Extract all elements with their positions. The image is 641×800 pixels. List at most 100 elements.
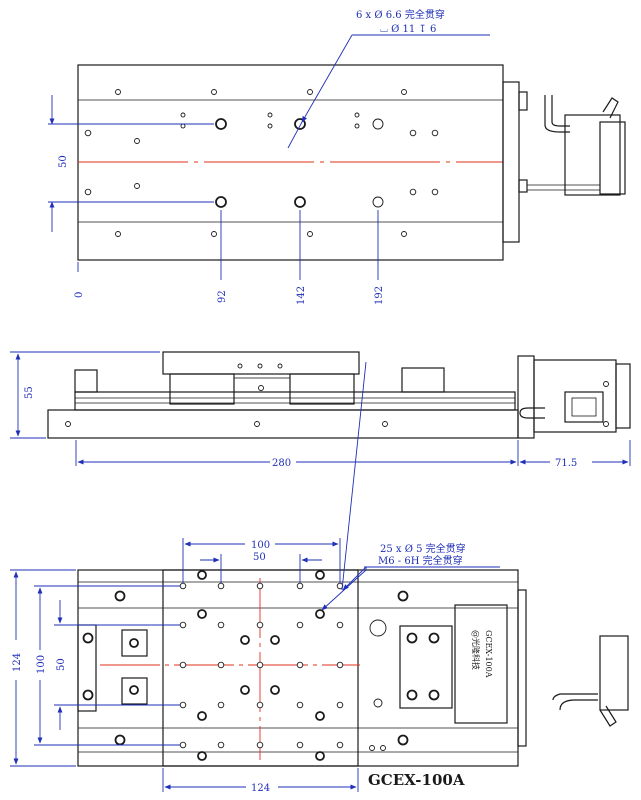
- hole-icon: [179, 701, 187, 709]
- dim-label-55: 55: [24, 386, 35, 399]
- hole-icon: [211, 89, 217, 95]
- hole-icon: [237, 363, 243, 369]
- hole-icon: [372, 196, 384, 208]
- dim-label-0: 0: [74, 292, 85, 298]
- base-hole-icon: [114, 590, 126, 602]
- hole-icon: [180, 123, 186, 129]
- side-motor-body: [533, 359, 617, 433]
- hole-icon: [307, 231, 313, 237]
- counterbore-hole-icon: [215, 118, 227, 130]
- dim-label-left-50: 50: [56, 658, 67, 671]
- bottom-motor-flange: [517, 589, 527, 747]
- hole-icon: [409, 129, 417, 137]
- base-hole-icon: [114, 734, 126, 746]
- side-motor-connector-inner: [571, 397, 597, 417]
- tapped-hole-icon: [197, 751, 207, 761]
- model-small-text: GCEX-100A: [484, 630, 493, 678]
- hole-icon: [431, 129, 439, 137]
- hole-icon: [296, 661, 304, 669]
- tapped-hole-icon: [270, 635, 280, 645]
- hole-icon: [336, 661, 344, 669]
- hole-icon: [336, 701, 344, 709]
- hole-icon: [401, 231, 407, 237]
- bottom-view: @光隆科技 GCEX-100A 25 x Ø 5 完全贯穿 M6 - 6H 完全…: [10, 361, 629, 794]
- hole-icon: [296, 621, 304, 629]
- hole-icon: [256, 621, 264, 629]
- top-motor-cap: [599, 121, 626, 195]
- hole-icon: [267, 112, 273, 118]
- hole-icon: [217, 582, 225, 590]
- base-hole-icon: [129, 685, 139, 695]
- base-hole-icon: [369, 619, 387, 637]
- bottom-note-line2: M6 - 6H 完全贯穿: [378, 554, 463, 567]
- hole-icon: [217, 741, 225, 749]
- dim-label-left-100: 100: [36, 655, 47, 674]
- hole-icon: [372, 118, 384, 130]
- top-coupler: [518, 179, 528, 193]
- side-end-block: [74, 369, 98, 393]
- bottom-label-plate: [454, 604, 508, 724]
- note-leader-ext: [287, 121, 303, 149]
- counterbore-hole-icon: [294, 118, 306, 130]
- base-hole-icon: [428, 632, 440, 644]
- dim-label-192: 192: [374, 286, 385, 305]
- hole-icon: [401, 89, 407, 95]
- tapped-hole-icon: [315, 711, 325, 721]
- hole-icon: [179, 582, 187, 590]
- top-plate-outline: [77, 64, 504, 261]
- bottom-motor-plug: [599, 705, 617, 727]
- hole-icon: [65, 421, 71, 427]
- bottom-note-line1: 25 x Ø 5 完全贯穿: [380, 542, 466, 555]
- tapped-hole-icon: [315, 609, 325, 619]
- top-coupler: [518, 91, 528, 111]
- hole-icon: [307, 89, 313, 95]
- note-leader: [342, 566, 367, 591]
- side-motor-flange: [517, 355, 535, 439]
- hole-icon: [257, 363, 263, 369]
- hole-icon: [431, 188, 439, 196]
- bottom-motor-body: [599, 635, 629, 711]
- tapped-hole-icon: [315, 570, 325, 580]
- hole-icon: [180, 112, 186, 118]
- tapped-hole-icon: [197, 711, 207, 721]
- dim-label-top-50: 50: [253, 552, 266, 563]
- model-label: GCEX-100A: [368, 771, 465, 789]
- dim-label-50: 50: [58, 155, 69, 168]
- hole-icon: [369, 745, 375, 751]
- side-motor-cap: [615, 363, 631, 429]
- tapped-hole-icon: [197, 570, 207, 580]
- side-base: [47, 409, 519, 439]
- dim-label-71-5: 71.5: [555, 458, 577, 469]
- base-hole-icon: [397, 734, 409, 746]
- tapped-hole-icon: [315, 751, 325, 761]
- hole-icon: [336, 741, 344, 749]
- top-motor-cable: [551, 95, 570, 127]
- side-view: 55 280 71.5: [10, 351, 631, 469]
- hole-icon: [277, 363, 283, 369]
- base-hole-icon: [406, 632, 418, 644]
- bottom-motor-cable: [552, 693, 598, 701]
- hole-icon: [84, 129, 92, 137]
- hole-icon: [258, 385, 264, 391]
- hole-icon: [256, 701, 264, 709]
- hole-icon: [409, 188, 417, 196]
- tapped-hole-icon: [270, 685, 280, 695]
- top-note-line2: ⌴ Ø 11 ↧ 6: [380, 24, 436, 35]
- top-motor-body: [564, 114, 621, 196]
- hole-icon: [354, 123, 360, 129]
- bottom-carriage-plate: [162, 569, 359, 767]
- brand-text: @光隆科技: [471, 630, 481, 670]
- bottom-motor-mount: [399, 625, 453, 709]
- side-motor-connector: [564, 391, 604, 423]
- base-hole-icon: [82, 632, 94, 644]
- hole-icon: [603, 421, 609, 427]
- side-carriage-block: [289, 373, 355, 405]
- hole-icon: [179, 621, 187, 629]
- tapped-hole-icon: [240, 685, 250, 695]
- side-motor-cable: [519, 407, 545, 419]
- side-carriage-mid: [233, 377, 291, 393]
- tapped-hole-icon: [197, 609, 207, 619]
- hole-icon: [603, 381, 609, 387]
- tapped-hole-icon: [240, 635, 250, 645]
